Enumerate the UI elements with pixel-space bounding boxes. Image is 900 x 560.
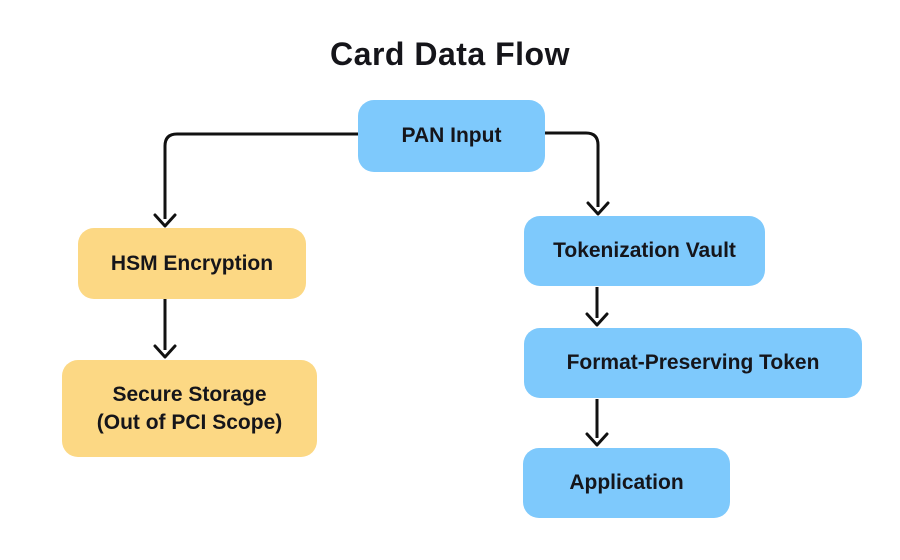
node-tokenization-vault[interactable]: Tokenization Vault: [524, 216, 765, 286]
arrowhead-fpt-to-application: [585, 432, 609, 447]
node-application-label: Application: [569, 471, 684, 495]
node-pan-input-label: PAN Input: [401, 124, 502, 148]
arrowhead-pan-to-hsm: [153, 213, 177, 228]
node-hsm-encryption-label: HSM Encryption: [110, 251, 274, 275]
node-secure-storage[interactable]: Secure Storage (Out of PCI Scope): [62, 360, 317, 457]
arrowhead-hsm-to-storage: [153, 344, 177, 359]
node-application[interactable]: Application: [523, 448, 730, 518]
node-format-preserving-token-label: Format-Preserving Token: [566, 351, 820, 375]
node-hsm-encryption[interactable]: HSM Encryption: [78, 228, 306, 299]
arrowhead-pan-to-vault: [586, 201, 610, 216]
arrowhead-vault-to-fpt: [585, 312, 609, 327]
diagram-title: Card Data Flow: [330, 36, 570, 72]
edge-pan-to-hsm: [163, 132, 358, 219]
node-pan-input[interactable]: PAN Input: [358, 100, 545, 172]
node-tokenization-vault-label: Tokenization Vault: [553, 239, 736, 263]
node-format-preserving-token[interactable]: Format-Preserving Token: [524, 328, 862, 398]
node-secure-storage-sublabel: (Out of PCI Scope): [96, 410, 283, 434]
edge-pan-to-vault: [545, 131, 600, 207]
node-secure-storage-label: Secure Storage: [112, 383, 267, 407]
